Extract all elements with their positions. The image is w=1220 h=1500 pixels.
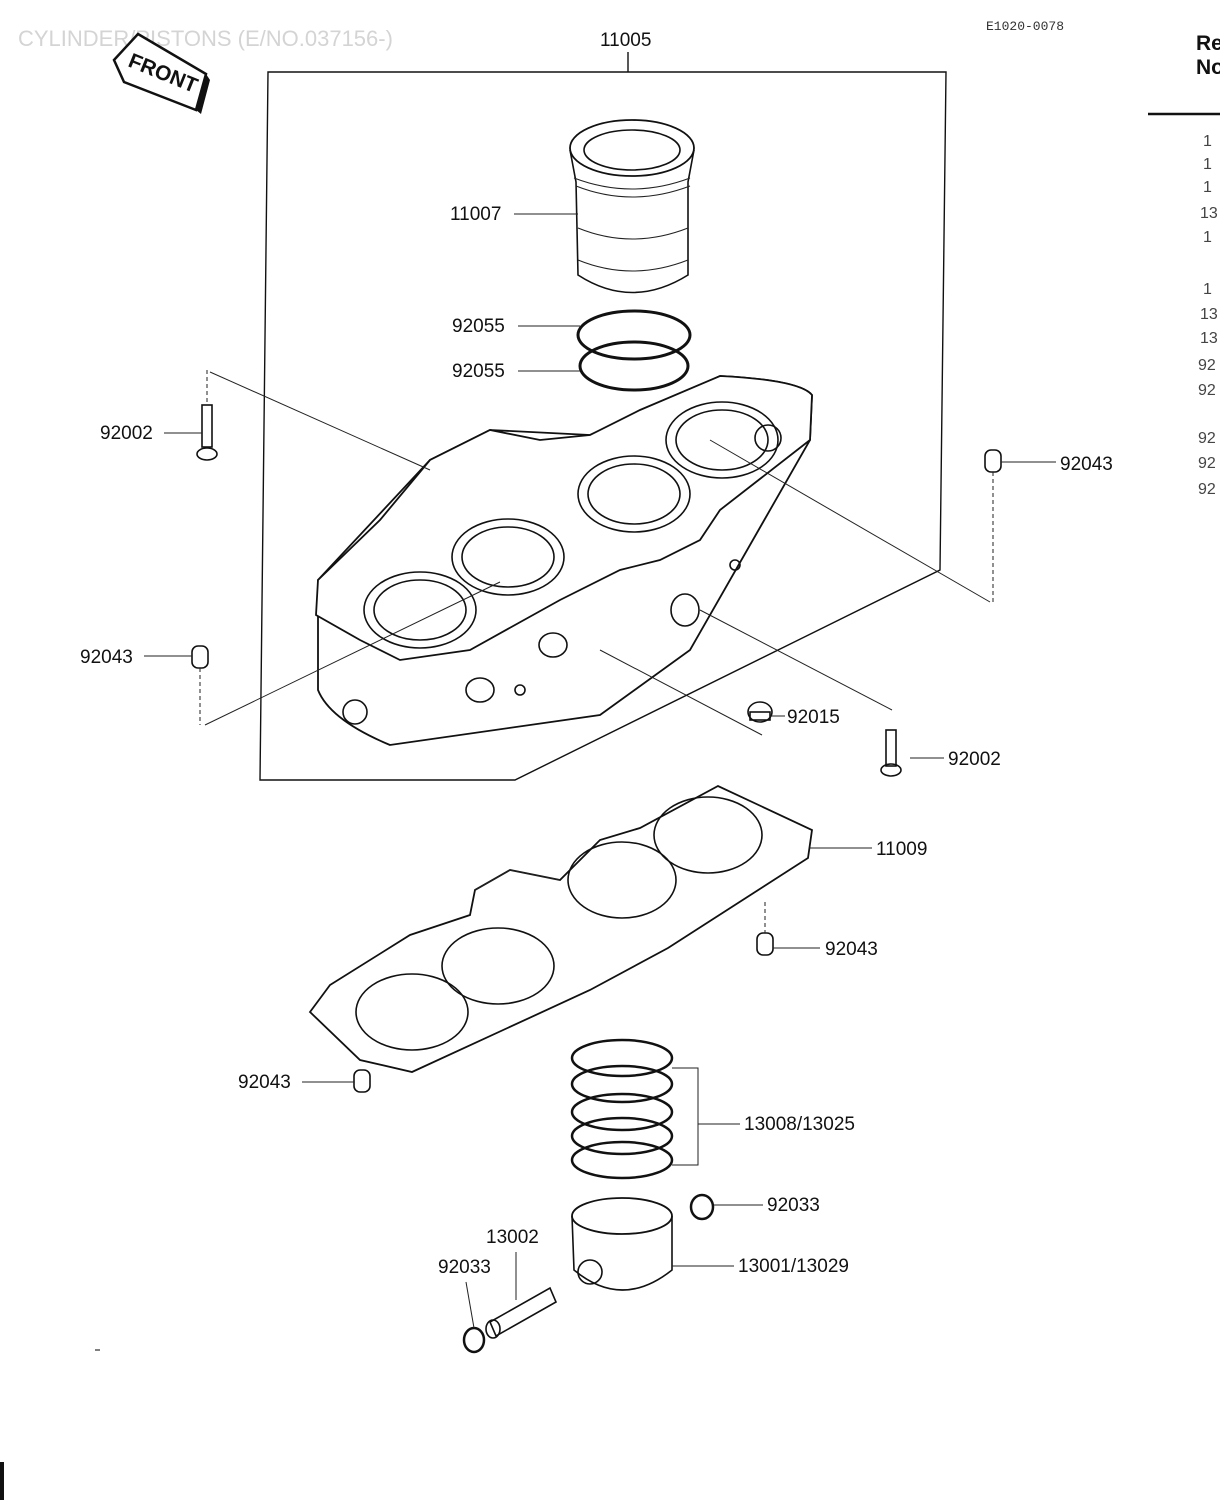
- table-fragment-13: 92: [1198, 481, 1216, 498]
- parts-table-fragment: Re No 1 1 1 13 1 1 13 13 92 92 92 92 92: [1148, 32, 1220, 498]
- table-fragment-12: 92: [1198, 455, 1216, 472]
- circlip-92033-right: [689, 1193, 715, 1221]
- cylinder-liner: [569, 119, 695, 294]
- cylinder-block-bracket: [259, 52, 947, 781]
- dowel-92043-low: [353, 1069, 371, 1093]
- diagram-code: E1020-0078: [986, 19, 1064, 34]
- table-fragment-1: 1: [1203, 133, 1212, 150]
- plug-92015: [747, 701, 773, 723]
- label-11007: 11007: [450, 204, 501, 225]
- bolt-92002-right: [880, 729, 902, 777]
- table-header-line1: Re: [1196, 32, 1220, 55]
- label-92055-b: 92055: [452, 361, 505, 382]
- label-92043-left: 92043: [80, 647, 133, 668]
- label-92043-right: 92043: [1060, 454, 1113, 475]
- table-fragment-4: 13: [1200, 205, 1218, 222]
- label-92033-left: 92033: [438, 1257, 491, 1278]
- table-header-line2: No: [1196, 56, 1220, 79]
- dowel-92043-right: [984, 449, 1002, 473]
- table-fragment-3: 1: [1203, 179, 1212, 196]
- label-92043-mid: 92043: [825, 939, 878, 960]
- label-92002-right: 92002: [948, 749, 1001, 770]
- table-fragment-5: 1: [1203, 229, 1212, 246]
- table-fragment-2: 1: [1203, 156, 1212, 173]
- label-11005: 11005: [600, 30, 651, 51]
- table-fragment-8: 13: [1200, 330, 1218, 347]
- page-edge-mark: [0, 1462, 4, 1500]
- table-fragment-10: 92: [1198, 382, 1216, 399]
- table-fragment-6: 1: [1203, 281, 1212, 298]
- table-fragment-11: 92: [1198, 430, 1216, 447]
- piston-pin-13002: [485, 1286, 558, 1339]
- dowel-92043-mid: [756, 902, 774, 956]
- label-13002: 13002: [486, 1227, 539, 1248]
- dowel-92043-left: [191, 645, 209, 669]
- piston: [571, 1197, 673, 1291]
- cylinder-block: [315, 375, 813, 746]
- label-11009: 11009: [876, 839, 927, 860]
- piston-rings: [570, 1038, 699, 1180]
- faint-title: CYLINDER/PISTONS (E/NO.037156-): [18, 26, 393, 51]
- bolt-92002-left: [196, 370, 218, 461]
- table-fragment-9: 92: [1198, 357, 1216, 374]
- label-92033-right: 92033: [767, 1195, 820, 1216]
- label-92015: 92015: [787, 707, 840, 728]
- label-92043-low: 92043: [238, 1072, 291, 1093]
- head-gasket: [308, 784, 813, 1073]
- label-92055-a: 92055: [452, 316, 505, 337]
- o-rings: [576, 309, 692, 392]
- leader-lines: [199, 371, 994, 736]
- circlip-92033-left: [462, 1326, 486, 1354]
- label-92002-left: 92002: [100, 423, 153, 444]
- table-fragment-7: 13: [1200, 306, 1218, 323]
- label-13008-13025: 13008/13025: [744, 1114, 855, 1135]
- label-13001-13029: 13001/13029: [738, 1256, 849, 1277]
